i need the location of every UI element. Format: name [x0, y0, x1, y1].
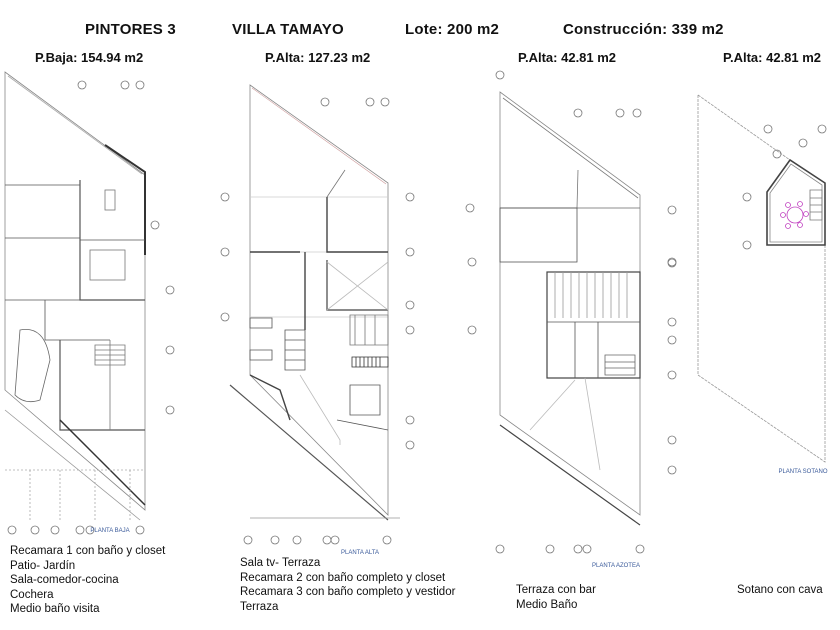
- feature-item: Medio baño visita: [10, 603, 100, 616]
- plan-title-text: PLANTA AZOTEA: [592, 563, 640, 569]
- plan-title-planta-alta: PLANTA ALTA: [330, 550, 390, 556]
- plan-planta-azotea: [465, 70, 677, 554]
- rooftop-area: P.Alta: 42.81 m2: [518, 50, 617, 65]
- ground-floor-area: P.Baja: 154.94 m2: [35, 50, 144, 65]
- plan-title-planta-azotea: PLANTA AZOTEA: [586, 563, 646, 569]
- property-title: PINTORES 3: [85, 21, 176, 38]
- feature-item: Patio- Jardín: [10, 559, 76, 572]
- basement-area: P.Alta: 42.81 m2: [723, 50, 822, 65]
- plan-title-text: PLANTA SOTANO: [778, 469, 828, 475]
- lot-size-label: Lote: 200 m2: [405, 21, 500, 38]
- feature-item: Terraza: [240, 600, 279, 613]
- plan-title-text: PLANTA BAJA: [90, 528, 130, 534]
- ground-floor-features: Recamara 1 con baño y closet Patio- Jard…: [10, 544, 165, 617]
- upper-floor-area: P.Alta: 127.23 m2: [265, 50, 371, 65]
- plan-title-text: PLANTA ALTA: [340, 550, 379, 556]
- feature-item: Sotano con cava: [737, 584, 823, 596]
- feature-item: Recamara 1 con baño y closet: [10, 545, 166, 557]
- plan-planta-alta: [220, 84, 415, 545]
- feature-item: Sala tv- Terraza: [240, 557, 321, 569]
- feature-item: Recamara 3 con baño completo y vestidor: [240, 586, 456, 599]
- plan-title-planta-sotano: PLANTA SOTANO: [770, 469, 836, 475]
- plan-planta-sotano: [667, 94, 827, 463]
- feature-item: Medio Baño: [516, 598, 578, 611]
- feature-item: Terraza con bar: [516, 584, 596, 596]
- feature-item: Sala-comedor-cocina: [10, 574, 119, 587]
- rooftop-features: Terraza con bar Medio Baño: [516, 583, 596, 612]
- plan-title-planta-baja: PLANTA BAJA: [80, 528, 140, 534]
- basement-features: Sotano con cava: [737, 583, 823, 598]
- feature-item: Recamara 2 con baño completo y closet: [240, 571, 446, 584]
- construction-size-label: Construcción: 339 m2: [563, 21, 724, 38]
- feature-item: Cochera: [10, 588, 54, 601]
- upper-floor-features: Sala tv- Terraza Recamara 2 con baño com…: [240, 556, 455, 614]
- plan-planta-baja: [4, 71, 175, 535]
- location-label: VILLA TAMAYO: [232, 21, 344, 38]
